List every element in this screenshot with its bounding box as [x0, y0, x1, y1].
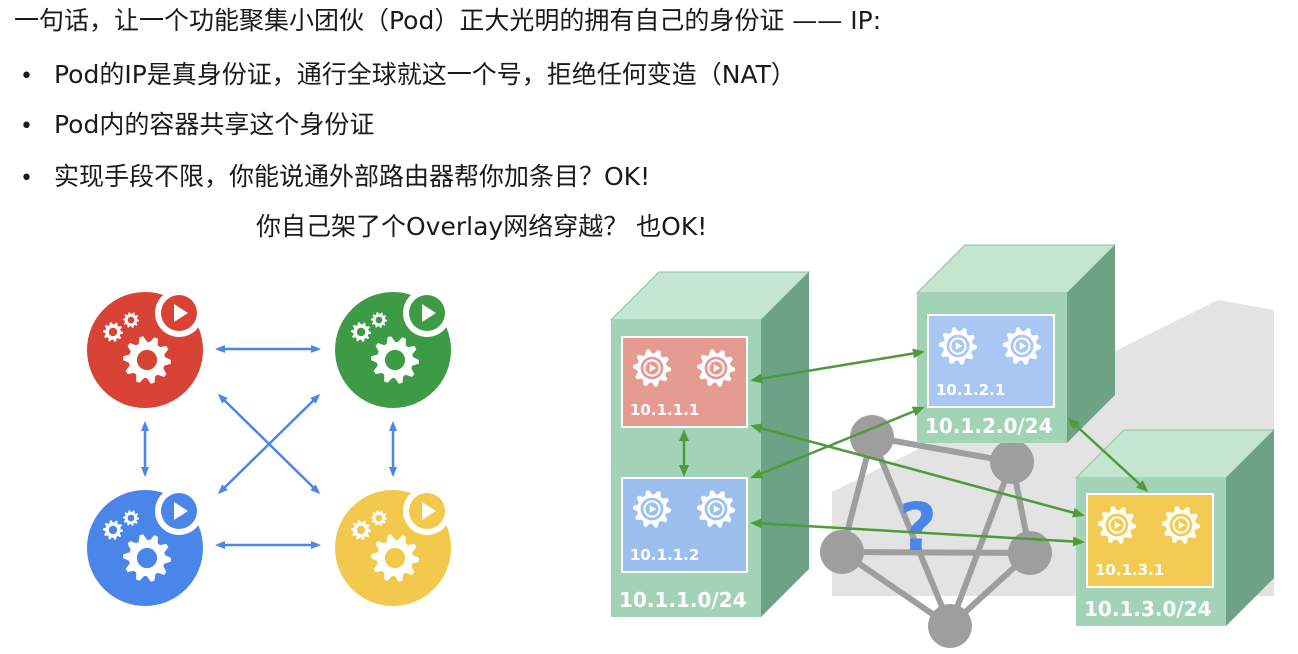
host-box: 10.1.3.0/24 10.1.3.1 [1074, 429, 1276, 626]
pod-ip: 10.1.2.1 [936, 381, 1005, 399]
play-icon [713, 364, 721, 372]
pod-links [141, 345, 397, 549]
play-icon [422, 304, 436, 322]
bullet-dot-icon: • [20, 166, 33, 191]
play-icon [1114, 521, 1122, 529]
gear-icon [1162, 506, 1200, 544]
subnet-label: 10.1.3.0/24 [1084, 597, 1212, 621]
play-icon [1178, 521, 1186, 529]
play-icon [422, 502, 436, 520]
arrow-icon [750, 518, 1085, 547]
arrow-icon [217, 393, 321, 495]
pod-circle [335, 289, 451, 408]
gear-icon [103, 520, 123, 540]
play-icon [649, 364, 657, 372]
gear-icon [123, 312, 139, 328]
gear-icon [351, 520, 371, 540]
question-mark: ? [899, 489, 937, 566]
host-box: 10.1.2.0/24 10.1.2.1 [915, 244, 1117, 443]
gear-icon [371, 510, 387, 526]
pod-ip-links [679, 348, 1149, 547]
gear-icon [123, 336, 171, 384]
gear-icon [103, 322, 123, 342]
network-edge [841, 549, 1031, 556]
play-icon [174, 304, 188, 322]
gear-icon [1003, 327, 1041, 365]
gear-icon [371, 312, 387, 328]
gear-icon [633, 349, 671, 387]
play-icon [649, 505, 657, 513]
pods-diagram [87, 289, 451, 606]
host-box: 10.1.1.0/24 10.1.1.1 10.1.1.2 [609, 271, 811, 617]
headline: 一句话，让一个功能聚集小团伙（Pod）正大光明的拥有自己的身份证 —— IP: [14, 6, 882, 35]
pod-box: 10.1.2.1 [927, 314, 1055, 408]
bullet-3: 实现手段不限，你能说通外部路由器帮你加条目？OK! [54, 162, 651, 191]
arrow-icon [1067, 417, 1149, 493]
bullet-2: Pod内的容器共享这个身份证 [54, 110, 375, 139]
subnet-label: 10.1.2.0/24 [925, 414, 1053, 438]
arrow-icon [750, 348, 925, 384]
pod-circle [87, 487, 203, 606]
subnet-label: 10.1.1.0/24 [619, 588, 747, 612]
gear-icon [939, 327, 977, 365]
gear-icon [371, 534, 419, 582]
network-node [820, 530, 864, 574]
bullet-1: Pod的IP是真身份证，通行全球就这一个号，拒绝任何变造（NAT） [54, 60, 796, 89]
gear-icon [697, 490, 735, 528]
pod-circle [335, 487, 451, 606]
network-node [928, 604, 972, 648]
gear-icon [1098, 506, 1136, 544]
network-node [990, 440, 1034, 484]
pod-ip: 10.1.1.1 [630, 401, 699, 419]
bullet-3-continuation: 你自己架了个Overlay网络穿越？ 也OK! [256, 212, 708, 241]
play-icon [713, 505, 721, 513]
play-icon [955, 342, 963, 350]
gear-icon [351, 322, 371, 342]
gear-icon [123, 510, 139, 526]
bullet-dot-icon: • [20, 114, 33, 139]
gear-icon [633, 490, 671, 528]
bullet-dot-icon: • [20, 64, 33, 89]
pod-box: 10.1.1.1 [621, 336, 748, 428]
pod-box: 10.1.3.1 [1086, 493, 1214, 588]
arrow-icon [750, 406, 925, 479]
gear-icon [123, 534, 171, 582]
pod-box: 10.1.1.2 [621, 477, 748, 573]
play-icon [174, 502, 188, 520]
pod-ip: 10.1.3.1 [1095, 561, 1164, 579]
pod-circle [87, 289, 203, 408]
gear-icon [697, 349, 735, 387]
play-icon [1019, 342, 1027, 350]
gear-icon [371, 336, 419, 384]
pod-ip: 10.1.1.2 [630, 546, 699, 564]
